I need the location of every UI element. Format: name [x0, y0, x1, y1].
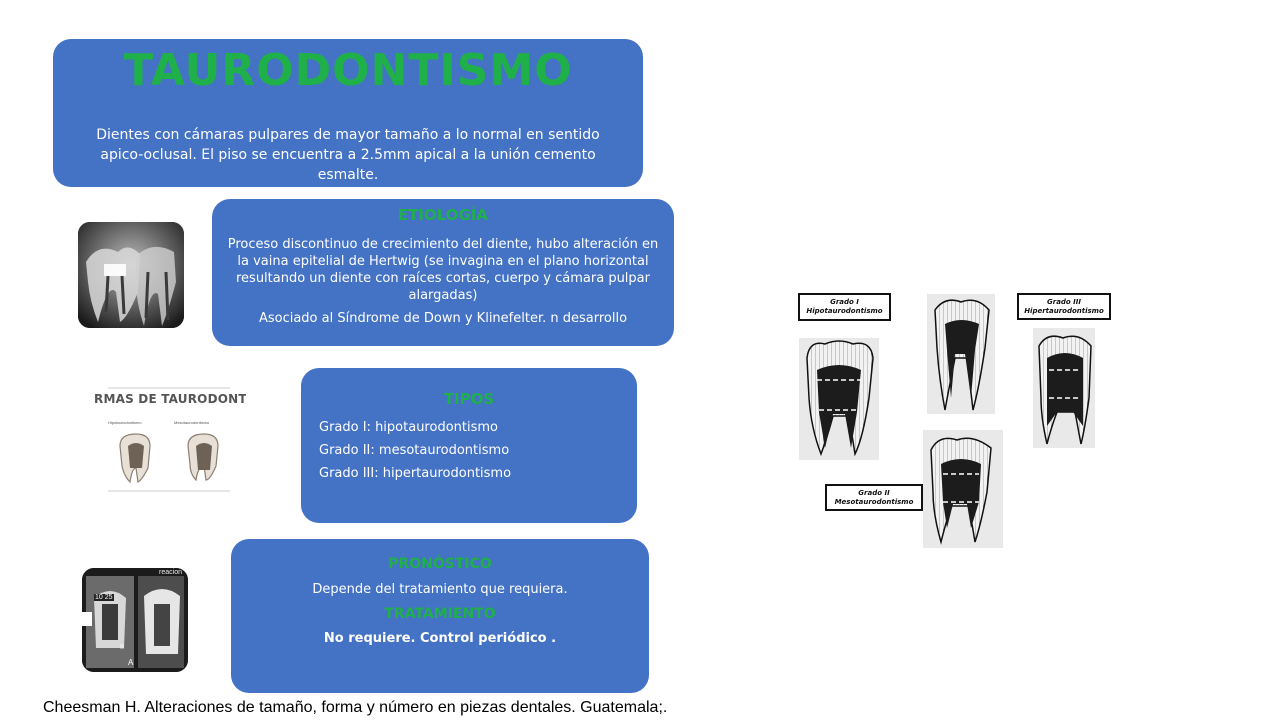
tipo-item-grado-3: Grado III: hipertaurodontismo	[319, 466, 512, 481]
grado-3-name: Grado III	[1047, 298, 1081, 306]
radiograph-molars-graphic	[78, 222, 184, 328]
xray-label-bottom: A	[128, 658, 134, 667]
tratamiento-text: No requiere. Control periódico .	[323, 631, 557, 646]
taurodontism-forms-image: RMAS DE TAURODONTISI Hipotaurodontismo M…	[94, 384, 246, 494]
forms-teeth-graphic	[108, 387, 230, 492]
radiograph-image-molars	[78, 222, 184, 328]
taurodontism-grades-diagram: Grado I Hipotaurodontismo Grado III Hipe…	[795, 288, 1115, 550]
definition-box: TAURODONTISMO Dientes con cámaras pulpar…	[53, 39, 643, 187]
tipos-box: TIPOS Grado I: hipotaurodontismo Grado I…	[301, 368, 637, 523]
etiologia-box: ETIOLOGÍA Proceso discontinuo de crecimi…	[212, 199, 674, 346]
grado-2-name: Grado II	[858, 489, 890, 497]
tipo-item-grado-1: Grado I: hipotaurodontismo	[319, 420, 498, 435]
tipos-heading: TIPOS	[443, 390, 495, 408]
radiograph-image-comparison: reacion 10 25 II A	[82, 568, 188, 672]
pronostico-text: Depende del tratamiento que requiera.	[312, 582, 568, 597]
xray-label-left: 10 25	[94, 594, 114, 601]
grado-2-label: Grado II Mesotaurodontismo	[825, 484, 923, 511]
tipo-item-grado-2: Grado II: mesotaurodontismo	[319, 443, 510, 458]
etiologia-text: Proceso discontinuo de crecimiento del d…	[227, 237, 659, 303]
etiologia-association-text: Asociado al Síndrome de Down y Klinefelt…	[258, 311, 628, 326]
xray-label-top: reacion	[159, 569, 182, 576]
slide-title: TAURODONTISMO	[123, 45, 573, 96]
grado-3-type: Hipertaurodontismo	[1024, 307, 1104, 315]
etiologia-heading: ETIOLOGÍA	[397, 206, 489, 224]
grades-teeth-graphic	[799, 294, 1095, 548]
grado-1-label: Grado I Hipotaurodontismo	[798, 293, 891, 321]
grado-3-label: Grado III Hipertaurodontismo	[1017, 293, 1111, 320]
citation-text: Cheesman H. Alteraciones de tamaño, form…	[43, 699, 668, 716]
radiograph-comparison-graphic	[82, 568, 188, 672]
definition-text: Dientes con cámaras pulpares de mayor ta…	[96, 127, 600, 183]
forms-image-title: RMAS DE TAURODONTISI	[94, 392, 246, 406]
pronostico-heading: PRONÓSTICO	[388, 556, 492, 572]
xray-label-mid: II	[120, 644, 124, 651]
grado-1-name: Grado I	[830, 298, 859, 306]
grado-2-type: Mesotaurodontismo	[834, 498, 914, 506]
pronostico-box: PRONÓSTICO Depende del tratamiento que r…	[231, 539, 649, 693]
forms-label-right: Mesotaurodontismo	[174, 420, 210, 425]
forms-label-left: Hipotaurodontismo	[108, 420, 142, 425]
tratamiento-heading: TRATAMIENTO	[384, 606, 496, 622]
grado-1-type: Hipotaurodontismo	[806, 307, 883, 315]
tipos-list: Grado I: hipotaurodontismo Grado II: mes…	[319, 416, 637, 485]
